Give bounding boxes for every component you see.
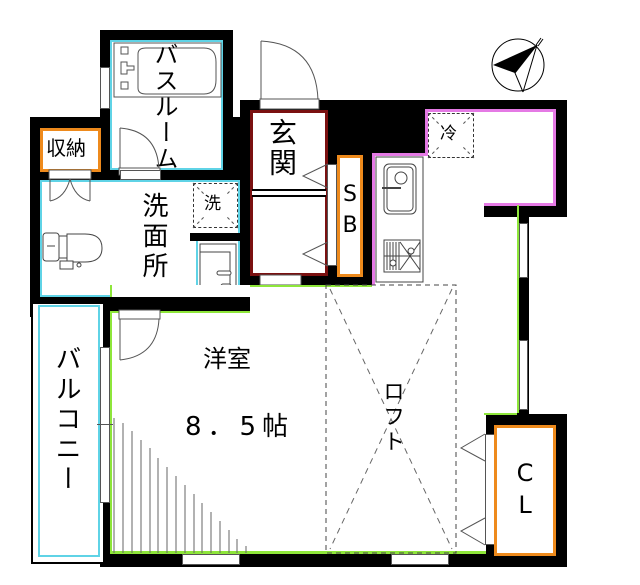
shoebox-door-panel — [327, 164, 337, 266]
balcony-label: バルコニー — [51, 345, 81, 495]
shoebox-door-swing-icon — [301, 163, 329, 267]
washroom-room-door-icon[interactable] — [118, 309, 163, 362]
western-room-top-fill — [112, 313, 250, 319]
washer-diagonals-icon — [192, 182, 239, 229]
storage-door-icon[interactable] — [48, 169, 92, 202]
bathroom-door-icon[interactable] — [118, 127, 163, 176]
kitchen-fill — [428, 150, 484, 162]
fridge-label: 冷 — [440, 124, 457, 144]
western-room-size: 8．5帖 — [185, 412, 295, 442]
kitchen-right-fill — [484, 112, 553, 203]
western-room-wall-lower-left — [110, 297, 250, 311]
kitchen-window — [519, 223, 528, 278]
fridge-diagonals-icon — [427, 112, 475, 159]
north-arrow-icon — [491, 37, 545, 93]
room-shoebox[interactable] — [337, 155, 363, 277]
kitchen-right-edge — [484, 203, 556, 206]
washroom-notch — [190, 233, 240, 241]
closet-door-swing-icon — [459, 433, 486, 546]
right-wall-green-edge — [517, 205, 519, 413]
fridge-space — [428, 113, 474, 158]
washer-label: 洗 — [204, 194, 221, 214]
loft-label: ロフト — [379, 380, 404, 455]
room-closet[interactable] — [494, 425, 556, 556]
balcony-window[interactable] — [100, 347, 110, 503]
entrance-label: 玄関 — [265, 118, 298, 178]
bottom-window-left — [182, 554, 240, 565]
entrance-step-line — [252, 189, 326, 197]
western-room-label: 洋室 — [203, 345, 251, 373]
room-window-right — [519, 340, 528, 410]
room-balcony[interactable] — [38, 305, 100, 557]
shoebox-label-b: B — [342, 213, 358, 238]
front-door-icon[interactable] — [259, 40, 320, 112]
western-room-top-edge-left — [110, 311, 250, 313]
room-storage[interactable] — [40, 128, 101, 172]
western-room-top-edge-right — [250, 285, 372, 287]
closet-label-c: C — [516, 459, 534, 487]
shoebox-label-s: S — [343, 182, 357, 207]
closet-label-l: L — [518, 491, 532, 519]
balcony-window-divider — [97, 424, 113, 425]
bottom-window-right — [391, 554, 449, 565]
kitchen-counter-icon — [375, 156, 424, 283]
toilet-icon — [42, 232, 103, 270]
western-room-right-edge — [484, 413, 517, 415]
bathtub-icon — [113, 42, 222, 98]
washer-space — [193, 183, 238, 228]
loft-outline-icon — [325, 284, 457, 554]
washroom-label: 洗面所 — [138, 192, 168, 282]
bathroom-window — [100, 67, 110, 109]
washroom-bath-threshold — [120, 170, 161, 180]
stairs-icon — [113, 418, 247, 553]
western-room-right-fill — [484, 287, 517, 413]
room-western[interactable] — [110, 285, 486, 554]
storage-label: 収納 — [46, 136, 86, 160]
